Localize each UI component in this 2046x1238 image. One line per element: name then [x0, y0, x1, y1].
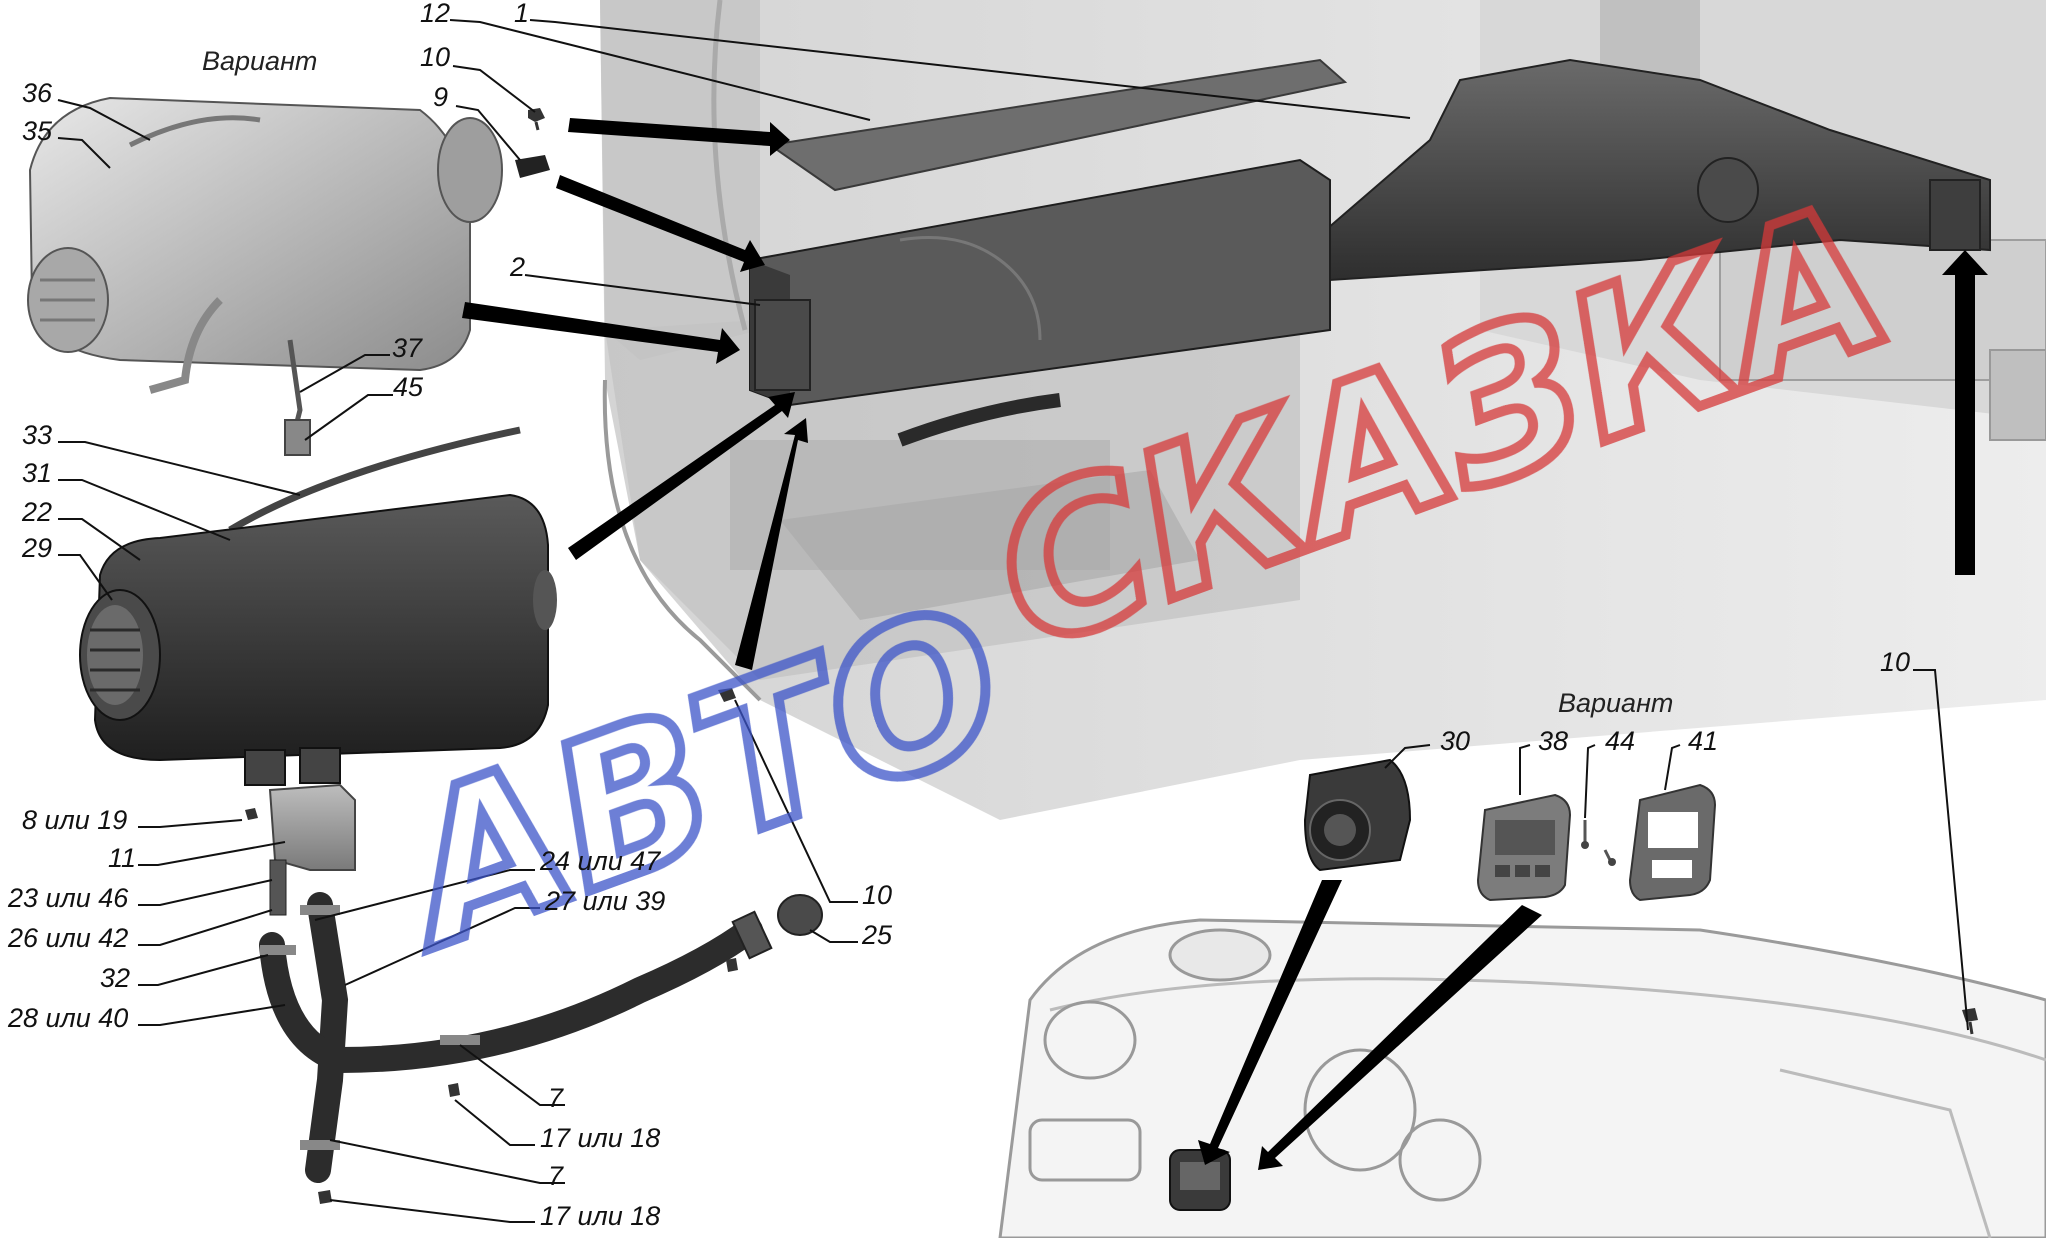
timer-frame — [1628, 783, 1717, 902]
callout-label: 2 — [509, 252, 525, 282]
callout-label: 29 — [21, 533, 52, 563]
callout-label: 37 — [392, 333, 423, 363]
callout-label: 1 — [514, 0, 529, 28]
leader-lines — [57, 19, 1969, 1223]
fuel-line — [228, 426, 521, 534]
timer-unit — [1476, 793, 1572, 902]
callout-label: 10 — [1880, 647, 1910, 677]
callout-label: 22 — [21, 497, 52, 527]
variant-label-timer: Вариант — [1558, 688, 1673, 718]
callout-label: 11 — [108, 843, 136, 873]
callout-label: 10 — [420, 42, 450, 72]
callout-label: 23 или 46 — [7, 883, 129, 913]
callout-label: 45 — [393, 372, 424, 402]
callout-label: 24 или 47 — [539, 846, 661, 876]
assembly-arrows — [462, 118, 1988, 1170]
screws — [1581, 820, 1616, 866]
control-switch — [1303, 758, 1412, 872]
bracket — [268, 783, 356, 871]
callout-label: 12 — [420, 0, 450, 28]
dashboard — [998, 918, 2046, 1238]
heater-variant-35 — [27, 96, 503, 456]
variant-label-heater: Вариант — [202, 46, 317, 76]
callout-label: 25 — [861, 920, 893, 950]
callout-label: 36 — [22, 78, 53, 108]
callout-label: 30 — [1440, 726, 1470, 756]
callout-label: 32 — [100, 963, 130, 993]
callout-label: 7 — [548, 1083, 564, 1113]
callout-label: 41 — [1688, 726, 1718, 756]
callout-label: 17 или 18 — [540, 1201, 660, 1231]
heater-22 — [79, 493, 557, 786]
callout-label: 8 или 19 — [22, 805, 127, 835]
hoses-and-fittings — [259, 859, 823, 1183]
callout-label: 38 — [1538, 726, 1568, 756]
callout-label: 9 — [433, 82, 448, 112]
callout-label: 28 или 40 — [7, 1003, 128, 1033]
callout-label: 7 — [548, 1161, 564, 1191]
callout-labels: 36 35 10 9 12 1 2 37 45 33 31 22 29 8 ил… — [7, 0, 1910, 1231]
callout-label: 27 или 39 — [544, 886, 665, 916]
callout-label: 44 — [1605, 726, 1635, 756]
callout-label: 17 или 18 — [540, 1123, 660, 1153]
callout-label: 33 — [22, 420, 52, 450]
callout-label: 31 — [22, 458, 52, 488]
top-cover-panel — [767, 58, 1348, 192]
air-duct-assembly — [749, 58, 1991, 447]
callout-label: 26 или 42 — [7, 923, 128, 953]
callout-label: 10 — [862, 880, 892, 910]
callout-label: 35 — [22, 116, 53, 146]
